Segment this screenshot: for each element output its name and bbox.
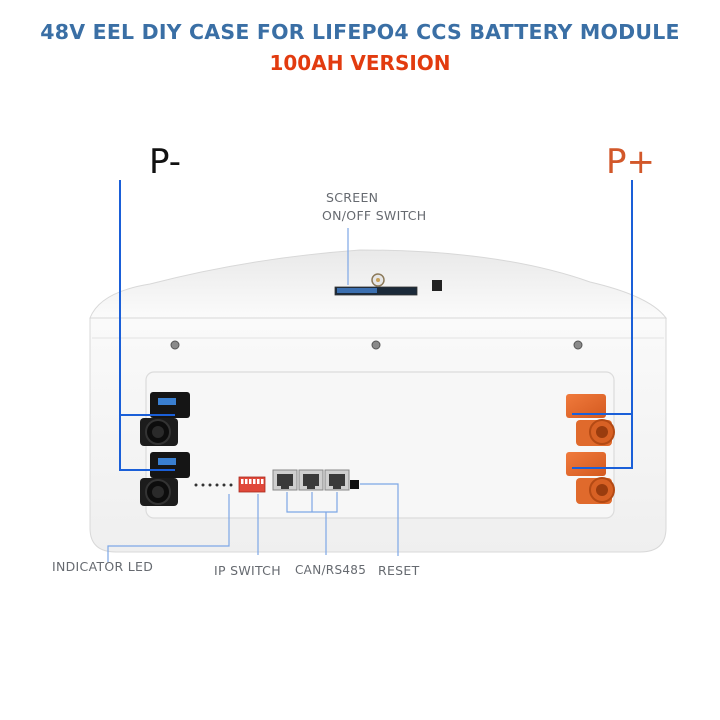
front-panel xyxy=(145,371,615,519)
onoff-switch-label: ON/OFF SWITCH xyxy=(322,208,427,223)
positive-terminal-bottom xyxy=(566,452,615,504)
top-vent xyxy=(432,280,442,291)
indicator-led-label: INDICATOR LED xyxy=(52,559,154,574)
rj45-port-3 xyxy=(324,469,350,491)
reset-label: RESET xyxy=(378,563,420,578)
rj45-port-1 xyxy=(272,469,298,491)
rj45-port-2 xyxy=(298,469,324,491)
negative-terminal-top xyxy=(140,392,190,446)
screw-right xyxy=(573,340,583,350)
screw-center xyxy=(371,340,381,350)
negative-terminal-label: P- xyxy=(149,142,182,182)
reset-button xyxy=(350,480,359,489)
callout-lines xyxy=(107,228,399,562)
leader-lines xyxy=(119,180,633,471)
screen-label: SCREEN xyxy=(326,190,379,205)
ip-dip-switch xyxy=(238,476,266,493)
screw-left xyxy=(170,340,180,350)
page-title: 48V EEL DIY CASE FOR LIFEPO4 CCS BATTERY… xyxy=(40,20,680,44)
ip-switch-label: IP SWITCH xyxy=(214,563,281,578)
can-rs485-label: CAN/RS485 xyxy=(295,563,367,577)
negative-terminal-bottom xyxy=(140,452,190,506)
positive-terminal-top xyxy=(566,394,615,446)
positive-terminal-label: P+ xyxy=(606,142,655,182)
version-subtitle: 100AH VERSION xyxy=(269,51,451,75)
indicator-led-row xyxy=(194,483,233,487)
